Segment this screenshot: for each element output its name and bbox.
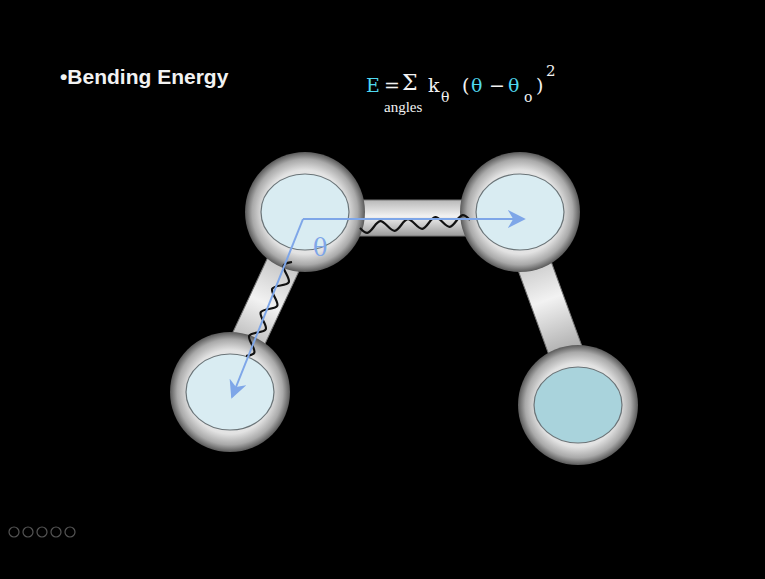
formula-subscript: angles — [384, 100, 422, 115]
formula-superscript: 2 — [546, 64, 556, 79]
formula-symbol: = — [384, 76, 400, 95]
formula-subscript: θ — [441, 90, 449, 104]
formula-symbol: θ — [471, 76, 482, 95]
springs — [246, 215, 470, 356]
bond-vectors — [232, 219, 524, 397]
slide-title: •Bending Energy — [60, 66, 228, 87]
spring — [246, 262, 292, 356]
angle-label: θ — [313, 236, 327, 260]
formula-symbol: E — [366, 76, 380, 95]
formula-symbol: ) — [536, 76, 543, 95]
toolbar-icons — [9, 527, 75, 537]
formula-symbol: θ — [508, 76, 519, 95]
formula-symbol: − — [489, 76, 505, 95]
atom — [518, 345, 638, 465]
bond-vector — [303, 218, 524, 220]
formula-symbol: Σ — [402, 72, 418, 94]
atom — [170, 332, 290, 452]
bond-vector — [232, 219, 303, 397]
atom — [245, 152, 365, 272]
atom — [460, 152, 580, 272]
atoms — [170, 152, 638, 465]
formula-symbol: ( — [462, 76, 469, 95]
formula-symbol: k — [428, 76, 440, 95]
formula-subscript: o — [524, 90, 532, 104]
spring — [360, 215, 470, 233]
